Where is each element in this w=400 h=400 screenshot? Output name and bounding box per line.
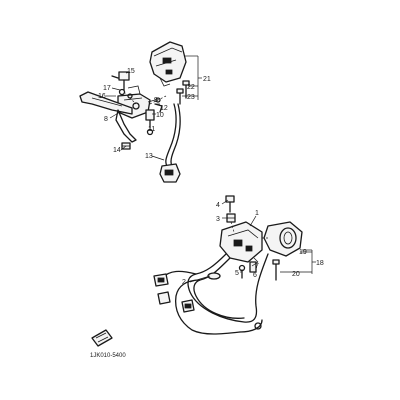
callout-13: 13: [145, 153, 153, 160]
lever-holder: [117, 85, 151, 119]
adjuster-parts: [145, 97, 163, 136]
callout-6: 6: [253, 272, 257, 279]
callout-1: 1: [255, 210, 259, 217]
throttle-housing-upper: [263, 221, 303, 257]
callout-10: 10: [156, 112, 164, 119]
callout-23: 23: [187, 94, 195, 101]
throttle-housing-lower: [219, 221, 263, 263]
callout-12: 12: [160, 105, 168, 112]
callout-5: 5: [235, 270, 239, 277]
callout-11: 11: [148, 126, 155, 133]
reference-code: 1JK010-5400: [90, 353, 126, 359]
clutch-lever: [79, 91, 137, 143]
screw-4: [225, 195, 235, 213]
callout-4: 4: [216, 202, 220, 209]
callout-8: 8: [104, 116, 108, 123]
switch-harness: [159, 103, 181, 183]
callout-16: 16: [98, 93, 106, 100]
harness-connectors: [153, 273, 195, 313]
leader-lines: [106, 55, 316, 283]
callout-21: 21: [203, 76, 211, 83]
callout-9: 9: [154, 97, 158, 104]
callout-18: 18: [316, 260, 324, 267]
callout-2: 2: [182, 279, 186, 286]
callout-19: 19: [299, 249, 307, 256]
callouts: 21 22 23 15 17 16 8 9 12 10 11 14 13 4 3…: [90, 68, 324, 359]
callout-22: 22: [187, 84, 195, 91]
left-switch-housing: [149, 41, 187, 87]
reference-icon: [91, 329, 113, 347]
upper-assembly: [79, 41, 190, 183]
callout-7: 7: [255, 263, 259, 270]
callout-17: 17: [103, 85, 111, 92]
collar-3: [226, 213, 236, 223]
small-fasteners-upper: [111, 71, 133, 99]
callout-20: 20: [292, 271, 300, 278]
fittings-5-6: [238, 261, 257, 279]
callout-3: 3: [216, 216, 220, 223]
callout-14: 14: [113, 147, 121, 154]
callout-15: 15: [127, 68, 135, 75]
screw-20: [272, 259, 280, 281]
lower-assembly: [153, 195, 303, 335]
